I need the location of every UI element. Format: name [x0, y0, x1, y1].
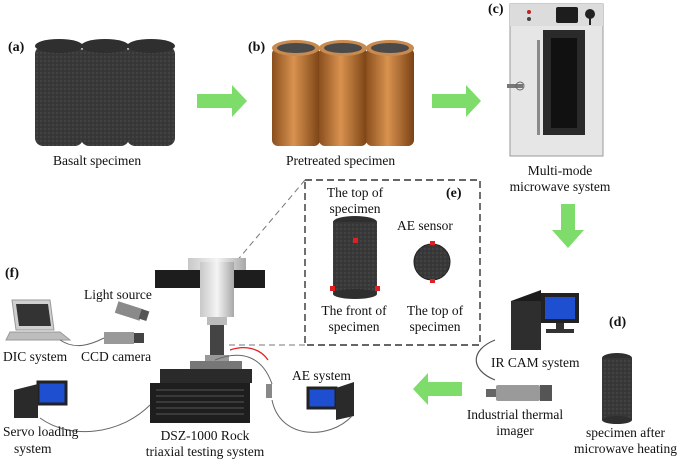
industrial-thermal-label-1: Industrial thermal [466, 407, 564, 422]
light-source-label: Light source [84, 287, 152, 302]
panel-d-label: (d) [609, 315, 627, 330]
cables [39, 337, 353, 433]
panel-e-label: (e) [446, 186, 462, 201]
basalt-specimens [35, 39, 175, 146]
ae-preamp [266, 384, 272, 398]
dic-system-label: DIC system [3, 349, 68, 364]
ccd-camera-device [104, 332, 144, 344]
ae-sensor-label: AE sensor [397, 218, 453, 233]
microwave-system-label-1: Multi-mode [527, 163, 593, 178]
ae-cable-red [229, 347, 269, 361]
top-of-specimen-label-1a: The top of [326, 185, 384, 200]
pretreated-specimen-label: Pretreated specimen [286, 153, 396, 168]
pretreated-specimens [272, 40, 414, 146]
dsz-system-label-1: DSZ-1000 Rock [160, 428, 250, 443]
top-of-specimen-label-2b: specimen [409, 319, 461, 334]
front-of-specimen-label-b: specimen [328, 319, 380, 334]
top-of-specimen-label-2a: The top of [406, 303, 464, 318]
light-source-device [114, 301, 150, 321]
ae-system-label: AE system [292, 368, 351, 383]
arrow-d-to-f [413, 373, 462, 405]
microwave-cabinet [507, 3, 604, 157]
basalt-specimen-label: Basalt specimen [53, 153, 142, 168]
panel-c-label: (c) [488, 2, 504, 17]
ccd-camera-label: CCD camera [81, 349, 152, 364]
arrow-c-to-d [552, 204, 584, 248]
servo-loading-label-1: Servo loading [3, 424, 79, 439]
ae-computer [306, 382, 354, 420]
dsz-system-label-2: triaxial testing system [145, 444, 265, 459]
microwave-system-label-2: microwave system [509, 179, 611, 194]
inset-box [304, 179, 481, 346]
panel-f-label: (f) [5, 266, 19, 281]
ir-cam-equipment [475, 290, 632, 424]
top-of-specimen-label-1b: specimen [329, 201, 381, 216]
specimen-after-label-1: specimen after [585, 425, 666, 440]
arrow-b-to-c [432, 85, 481, 117]
industrial-thermal-label-2: imager [496, 423, 534, 438]
triaxial-frame [150, 258, 265, 423]
dic-laptop [5, 299, 72, 341]
specimen-after-label-2: microwave heating [573, 441, 678, 456]
panel-a-label: (a) [8, 40, 25, 55]
ir-cam-system-label: IR CAM system [491, 355, 580, 370]
front-of-specimen-label-a: The front of [321, 303, 387, 318]
inset-specimen-front [330, 216, 380, 299]
servo-computer [14, 380, 68, 418]
servo-loading-label-2: system [14, 441, 52, 456]
arrow-a-to-b [197, 85, 247, 117]
inset-specimen-top [413, 241, 451, 283]
panel-b-label: (b) [248, 40, 266, 55]
